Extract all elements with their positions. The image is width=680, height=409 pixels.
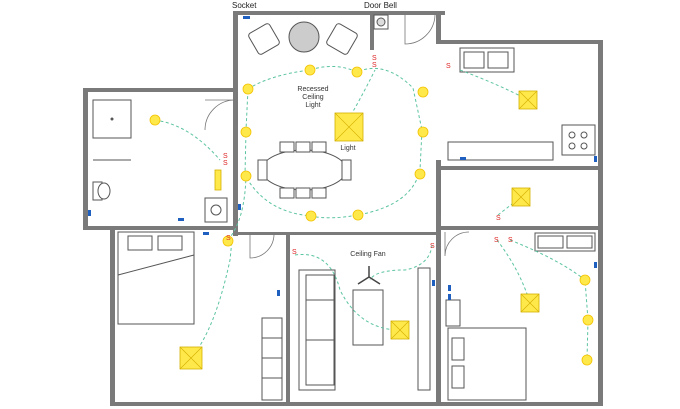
svg-text:S: S — [372, 55, 377, 62]
svg-text:S: S — [430, 243, 435, 250]
svg-text:S: S — [494, 237, 499, 244]
svg-text:S: S — [508, 237, 513, 244]
svg-text:S: S — [292, 249, 297, 256]
walls — [83, 11, 603, 406]
svg-text:S: S — [223, 160, 228, 167]
svg-text:S: S — [223, 153, 228, 160]
light-label: Light — [340, 145, 355, 152]
recessed-label-2: Ceiling — [302, 94, 324, 101]
doors — [204, 14, 470, 259]
ceiling-fan-icon — [357, 266, 381, 285]
svg-text:S: S — [496, 215, 501, 222]
ceiling-fan-label: Ceiling Fan — [350, 251, 386, 258]
svg-text:S: S — [226, 235, 231, 242]
ceiling-lights — [179, 90, 540, 370]
svg-text:S: S — [372, 62, 377, 69]
recessed-label-3: Light — [305, 102, 320, 109]
recessed-lights — [149, 64, 594, 366]
recessed-label-1: Recessed — [297, 86, 328, 93]
socket-label: Socket — [232, 1, 257, 10]
furniture — [92, 14, 596, 401]
svg-text:S: S — [446, 63, 451, 70]
sockets — [88, 16, 597, 300]
door-bell-label: Door Bell — [364, 1, 397, 10]
